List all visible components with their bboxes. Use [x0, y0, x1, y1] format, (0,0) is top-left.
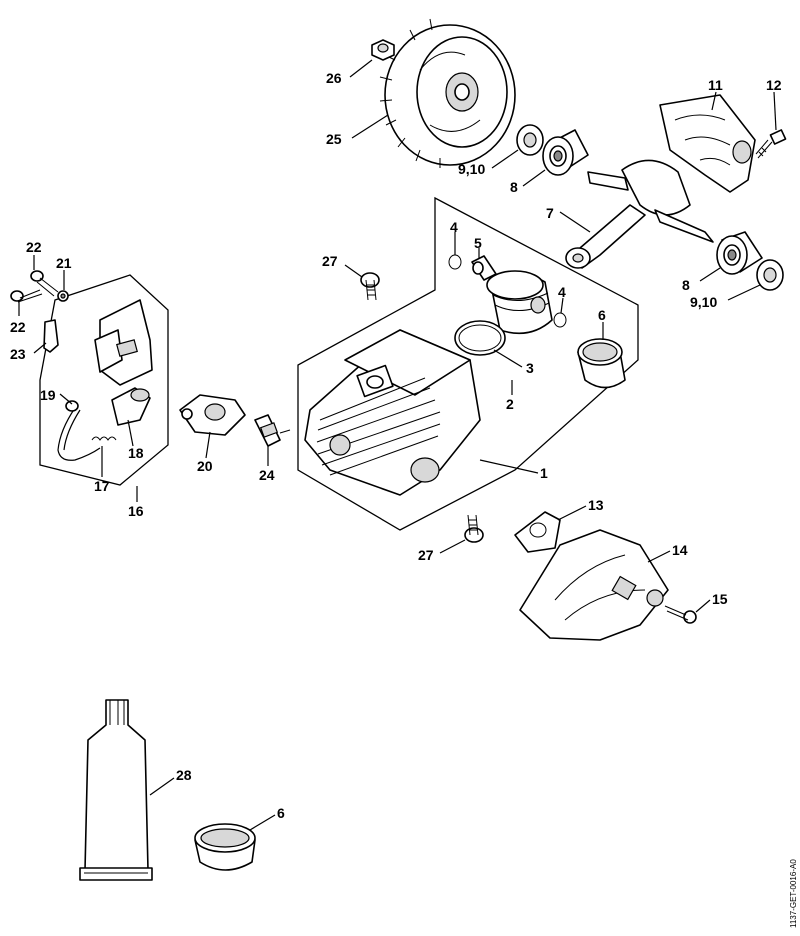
callout-23: 23: [10, 346, 26, 362]
crankshaft-7: [565, 159, 714, 269]
callout-25: 25: [326, 131, 342, 147]
muffler-14: [519, 529, 669, 641]
callout-22-lower: 22: [10, 319, 26, 335]
callout-13: 13: [588, 497, 604, 513]
callout-20: 20: [197, 458, 213, 474]
callout-6-upper: 6: [598, 307, 606, 323]
washer-21: [57, 290, 69, 302]
callout-26: 26: [326, 70, 342, 86]
cylinder-assembly-frame: [297, 196, 639, 531]
callout-22-upper: 22: [26, 239, 42, 255]
callout-11: 11: [708, 77, 723, 93]
callout-17: 17: [94, 478, 110, 494]
oil-seal-upper: [516, 124, 544, 156]
callout-21: 21: [56, 255, 72, 271]
callout-2: 2: [506, 396, 514, 412]
intake-manifold-20: [179, 394, 246, 436]
callout-15: 15: [712, 591, 728, 607]
callout-16: 16: [128, 503, 144, 519]
piston-ring-6: [577, 338, 626, 389]
ignition-module-16: [94, 299, 153, 386]
spark-boot-18: [111, 387, 151, 426]
callout-8-upper: 8: [510, 179, 518, 195]
gasket-13: [514, 511, 561, 553]
bearing-upper: [542, 129, 589, 176]
screw-22-lower: [10, 289, 43, 303]
grease-tube-28: [79, 699, 153, 881]
callout-6-lower: 6: [277, 805, 285, 821]
callout-labels: 26 25 11 12 9,10 8 7 22 21 22 23 19 18 1…: [10, 70, 782, 821]
leader-lines: [18, 59, 777, 831]
callout-12: 12: [766, 77, 782, 93]
flywheel-25: [379, 18, 516, 168]
spark-plug-24: [254, 414, 291, 447]
callout-8-lower: 8: [682, 277, 690, 293]
circlip-4-left: [448, 254, 462, 270]
callout-19: 19: [40, 387, 56, 403]
screw-15: [664, 605, 697, 624]
callout-27-upper: 27: [322, 253, 338, 269]
oil-seal-lower: [756, 259, 784, 291]
callout-5: 5: [474, 235, 482, 251]
ignition-lead-19: [57, 400, 101, 461]
callout-4-right: 4: [558, 284, 566, 300]
screw-27-lower: [464, 514, 484, 543]
piston-2: [486, 270, 553, 335]
piston-ring-6-loose: [194, 823, 256, 871]
callout-27-lower: 27: [418, 547, 434, 563]
callout-24: 24: [259, 467, 275, 483]
callout-7: 7: [546, 205, 554, 221]
screw-27-upper: [360, 272, 380, 301]
ring-3: [454, 320, 506, 356]
callout-1: 1: [540, 465, 548, 481]
callout-9-10-lower: 9,10: [690, 294, 717, 310]
callout-4-left: 4: [450, 219, 458, 235]
screw-22-upper: [30, 270, 59, 297]
clip-23: [43, 319, 59, 353]
callout-14: 14: [672, 542, 688, 558]
cylinder-1: [304, 329, 481, 496]
crankcase-11: [659, 94, 756, 193]
callout-9-10-upper: 9,10: [458, 161, 485, 177]
screw-12: [755, 129, 787, 159]
callout-18: 18: [128, 445, 144, 461]
circlip-4-right: [553, 312, 567, 328]
nut-26: [371, 39, 395, 61]
bearing-lower: [716, 231, 763, 275]
ignition-module-frame: [39, 274, 169, 486]
callout-3: 3: [526, 360, 534, 376]
callout-28: 28: [176, 767, 192, 783]
spring-17: [91, 436, 117, 441]
document-id: 1137-GET-0016-A0: [789, 859, 798, 928]
